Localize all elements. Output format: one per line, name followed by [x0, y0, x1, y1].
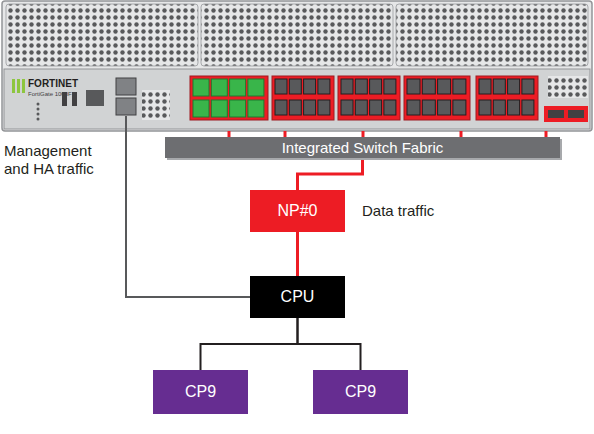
brand-logo: FORTINET: [28, 78, 108, 90]
sfp-port: [479, 100, 491, 115]
sfp-port: [318, 79, 330, 94]
connector-line: [296, 232, 299, 276]
chassis: [2, 1, 592, 131]
sfp-port: [355, 100, 367, 115]
sfp-port: [384, 79, 396, 94]
sfp-port: [508, 100, 520, 115]
node-text: CP9: [185, 383, 216, 401]
sfp-port: [453, 79, 466, 94]
processor-box: CP9: [153, 370, 248, 414]
port-group: [404, 76, 470, 120]
rj45-port: [248, 79, 264, 96]
port-group: [272, 76, 334, 120]
rj45-port: [230, 100, 246, 117]
rj45-port: [248, 100, 264, 117]
status-leds: [37, 103, 40, 121]
node-text: NP#0: [277, 202, 317, 220]
sfp-port: [493, 79, 505, 94]
sfp-port: [407, 79, 420, 94]
node-text: CP9: [345, 383, 376, 401]
console-port: [86, 90, 104, 106]
sfp-port: [275, 100, 287, 115]
sfp-port: [370, 100, 382, 115]
processor-box: CPU: [250, 276, 345, 318]
ha-port: [116, 98, 136, 115]
sfp-port: [479, 79, 491, 94]
vent-panel: [201, 4, 393, 66]
sfp-port: [522, 79, 534, 94]
fortinet-logo-bars: [12, 79, 25, 93]
model-name: FortiGate 1000F: [28, 91, 108, 98]
port-groups: [190, 76, 538, 120]
rj45-port: [211, 100, 227, 117]
sfp-port: [422, 79, 435, 94]
sfp-port: [370, 79, 382, 94]
mgmt-port: [116, 78, 136, 95]
processor-box: NP#0: [250, 190, 345, 232]
sfp-port: [453, 100, 466, 115]
sfp-port: [438, 100, 451, 115]
vent-panel: [6, 4, 198, 66]
node-text: Integrated Switch Fabric: [282, 139, 444, 156]
vent-panel: [396, 4, 588, 66]
sfp-port: [508, 79, 520, 94]
switch-fabric-band: Integrated Switch Fabric: [165, 137, 560, 158]
side-vent: [548, 76, 588, 98]
node-text: CPU: [281, 288, 315, 306]
rj45-port: [211, 79, 227, 96]
rj45-port: [230, 79, 246, 96]
rj45-port: [193, 100, 209, 117]
sfp-port: [384, 100, 396, 115]
traffic-label: Data traffic: [362, 202, 482, 220]
sfp-port: [355, 79, 367, 94]
sfp-port: [341, 79, 353, 94]
sfp-port: [407, 100, 420, 115]
sfp-port: [522, 100, 534, 115]
connector-line: [298, 318, 361, 370]
side-vent: [142, 90, 170, 120]
front-face: [4, 69, 590, 129]
port-group: [190, 76, 268, 120]
sfp-port: [289, 100, 301, 115]
processor-box: CP9: [313, 370, 408, 414]
sfp-port: [422, 100, 435, 115]
sfp-port: [318, 100, 330, 115]
sfp-port: [275, 79, 287, 94]
sfp-port: [341, 100, 353, 115]
rj45-port: [193, 79, 209, 96]
sfp-port: [493, 100, 505, 115]
sfp-port: [304, 100, 316, 115]
connector-line: [201, 318, 298, 370]
port-group: [338, 76, 400, 120]
sfp28-ports: [544, 106, 588, 122]
port-group: [476, 76, 538, 120]
connector-line: [298, 158, 363, 190]
sfp-port: [304, 79, 316, 94]
sfp-port: [289, 79, 301, 94]
sfp-port: [438, 79, 451, 94]
traffic-label: Management and HA traffic: [4, 142, 120, 178]
